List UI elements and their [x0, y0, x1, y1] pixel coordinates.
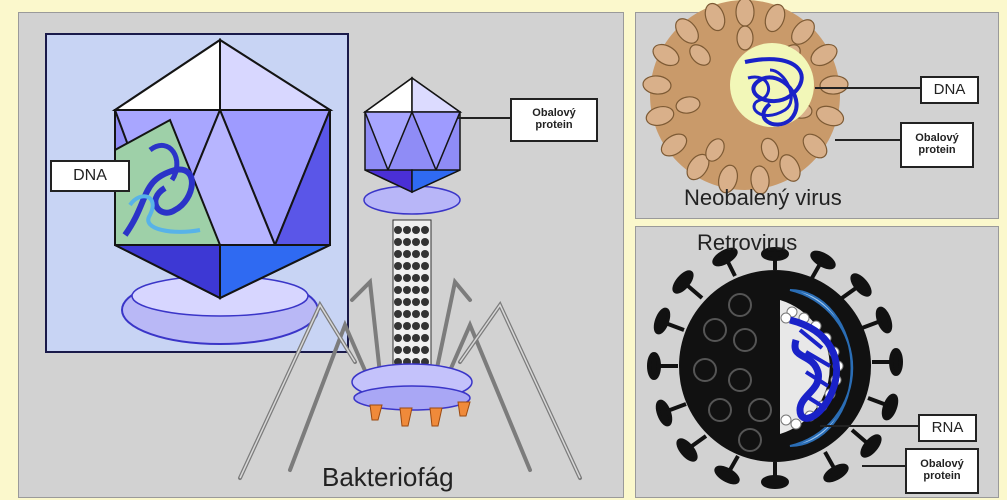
protein-label-phage-line2: protein: [535, 120, 572, 132]
protein-label-nonenveloped: Obalový protein: [900, 122, 974, 168]
protein-label-retrovirus: Obalový protein: [905, 448, 979, 494]
protein-label-retrovirus-line2: protein: [923, 471, 960, 483]
retrovirus: [649, 247, 918, 487]
rna-label: RNA: [918, 414, 977, 442]
dna-label-left: DNA: [50, 160, 130, 192]
protein-label-nonenveloped-line2: protein: [918, 145, 955, 157]
dna-label-right: DNA: [920, 76, 979, 104]
bacteriophage-title: Bakteriofág: [322, 462, 454, 493]
nonenveloped-virus: [642, 0, 920, 195]
nonenveloped-virus-title: Neobalený virus: [684, 185, 842, 211]
protein-label-phage: Obalový protein: [510, 98, 598, 142]
retrovirus-title: Retrovirus: [697, 230, 797, 256]
zoomed-phage-head: [46, 34, 348, 352]
